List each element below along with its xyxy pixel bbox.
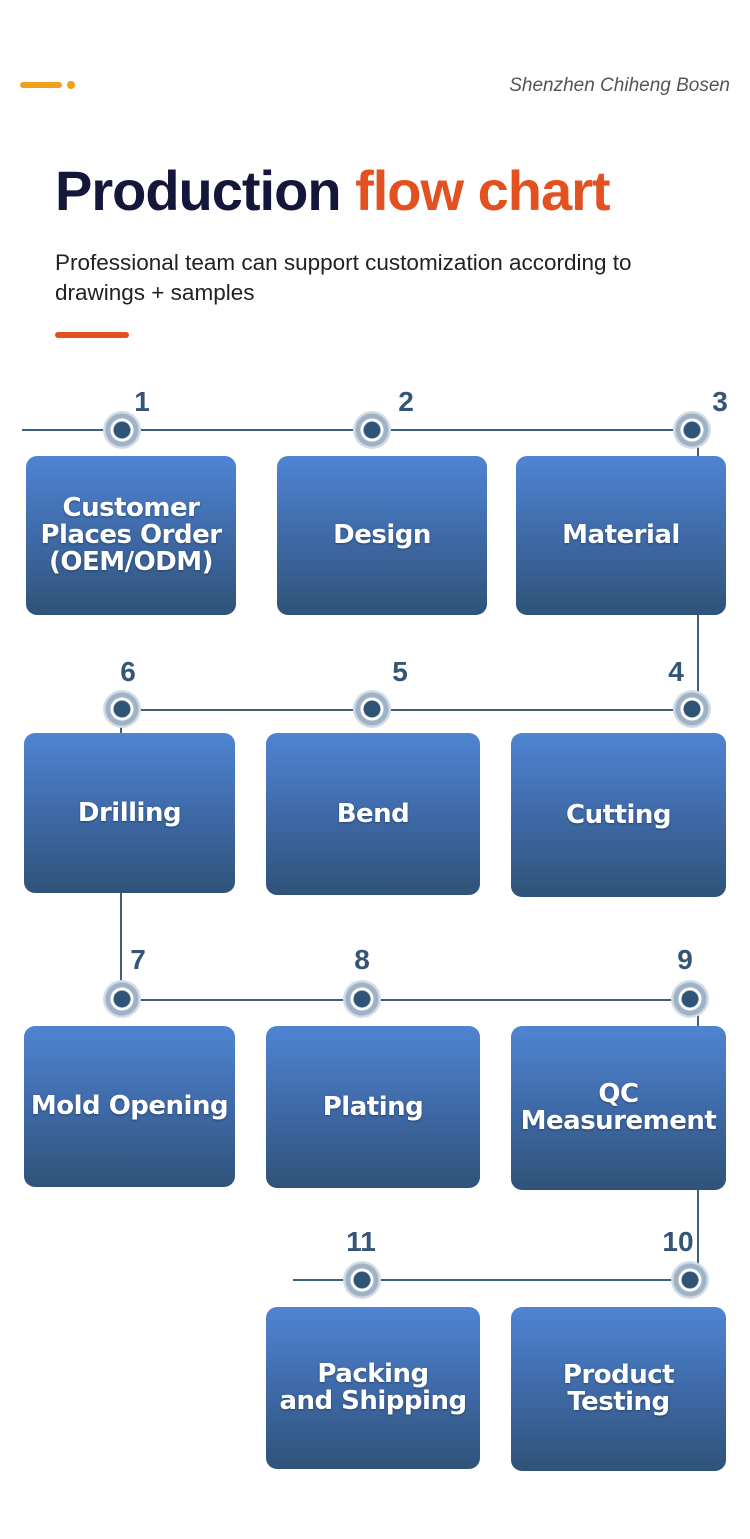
step-box-8: Plating (266, 1026, 480, 1188)
step-box-2: Design (277, 456, 487, 615)
step-number-1: 1 (134, 386, 150, 417)
node-7 (103, 980, 141, 1018)
step-box-4: Cutting (511, 733, 726, 897)
step-number-10: 10 (662, 1226, 694, 1257)
connector-row-2 (121, 709, 698, 711)
step-number-2: 2 (398, 386, 414, 417)
node-8 (343, 980, 381, 1018)
connector-row-4 (293, 1279, 698, 1281)
node-4 (673, 690, 711, 728)
decorative-bar (20, 82, 62, 88)
brand-name: Shenzhen Chiheng Bosen (509, 75, 730, 96)
step-box-1: Customer Places Order (OEM/ODM) (26, 456, 236, 615)
node-2 (353, 411, 391, 449)
step-number-3: 3 (712, 386, 728, 417)
step-box-3: Material (516, 456, 726, 615)
step-box-6: Drilling (24, 733, 235, 893)
step-box-9: QC Measurement (511, 1026, 726, 1190)
node-5 (353, 690, 391, 728)
step-number-8: 8 (354, 944, 370, 975)
step-number-11: 11 (346, 1226, 376, 1257)
page-subtitle: Professional team can support customizat… (55, 250, 632, 305)
step-number-6: 6 (120, 656, 136, 687)
step-box-5: Bend (266, 733, 480, 895)
step-box-10: Product Testing (511, 1307, 726, 1471)
step-box-11: Packing and Shipping (266, 1307, 480, 1469)
connector-row-3 (121, 999, 698, 1001)
title-main: Production (55, 159, 342, 222)
node-3 (673, 411, 711, 449)
page-title: Production flow chart (55, 163, 611, 219)
node-6 (103, 690, 141, 728)
node-11 (343, 1261, 381, 1299)
title-underline (55, 332, 129, 338)
step-number-7: 7 (130, 944, 146, 975)
node-9 (671, 980, 709, 1018)
decorative-dot (67, 81, 75, 89)
step-number-9: 9 (677, 944, 693, 975)
step-number-4: 4 (668, 656, 684, 687)
step-number-5: 5 (392, 656, 408, 687)
step-box-7: Mold Opening (24, 1026, 235, 1187)
title-highlight: flow chart (355, 159, 610, 222)
node-10 (671, 1261, 709, 1299)
node-1 (103, 411, 141, 449)
